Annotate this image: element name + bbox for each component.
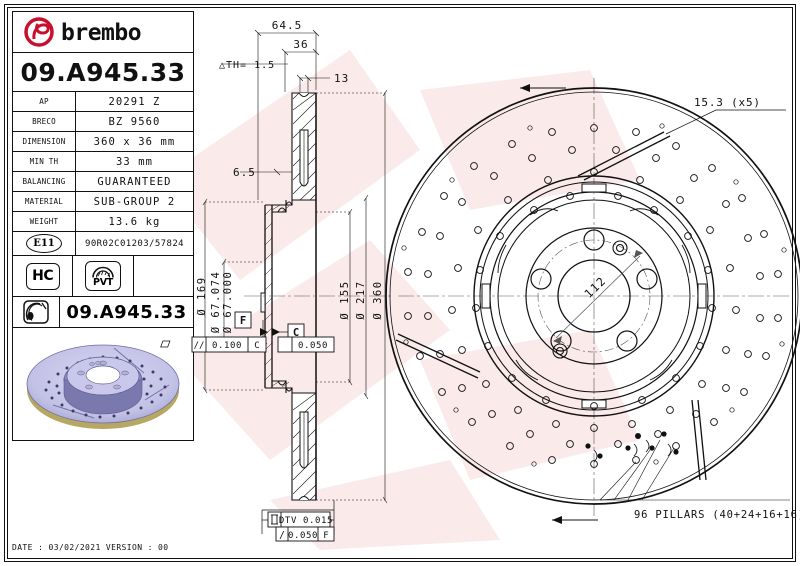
- icon-row: HC PVT: [13, 256, 193, 297]
- spec-row-weight: WEIGHT 13.6 kg: [13, 212, 193, 232]
- spec-row-minth: MIN TH 33 mm: [13, 152, 193, 172]
- spec-key-dimension: DIMENSION: [13, 132, 76, 151]
- logo-row: brembo: [13, 12, 193, 53]
- hc-icon-cell: HC: [13, 256, 74, 296]
- spec-row-material: MATERIAL SUB-GROUP 2: [13, 192, 193, 212]
- spec-value-material: SUB-GROUP 2: [93, 195, 176, 208]
- part-code-text: 09.A945.33: [20, 57, 186, 87]
- spec-row-ap: AP 20291 Z: [13, 92, 193, 112]
- spec-key-ap: AP: [13, 92, 76, 111]
- spec-value-breco: BZ 9560: [108, 115, 161, 128]
- spec-key-material: MATERIAL: [13, 192, 76, 211]
- pvt-disc-glyph: [92, 266, 114, 278]
- homologation-line2: 02C01203/57824: [102, 238, 184, 249]
- spec-row-dimension: DIMENSION 360 x 36 mm: [13, 132, 193, 152]
- svg-text:brembo: brembo: [61, 20, 141, 46]
- homologation-line1: 90R: [85, 238, 103, 249]
- spec-key-weight: WEIGHT: [13, 212, 76, 231]
- date-version-line: DATE : 03/02/2021 VERSION : 00: [12, 543, 169, 552]
- homologation-value: 90R 02C01203/57824: [76, 232, 193, 255]
- hc-icon: HC: [25, 262, 60, 290]
- pad-code-row: 09.A945.33: [13, 297, 193, 328]
- pad-code-text: 09.A945.33: [66, 301, 187, 323]
- disc-render-svg: [26, 344, 180, 429]
- spec-value-weight: 13.6 kg: [108, 215, 161, 228]
- spec-value-balancing: GUARANTEED: [97, 175, 172, 188]
- e11-mark: E11: [13, 232, 76, 255]
- spec-row-balancing: BALANCING GUARANTEED: [13, 172, 193, 192]
- spec-value-ap: 20291 Z: [108, 95, 161, 108]
- pvt-label: PVT: [93, 277, 113, 288]
- pvt-icon: PVT: [84, 261, 121, 291]
- spec-value-minth: 33 mm: [115, 155, 154, 168]
- e11-oval-text: E11: [26, 234, 62, 253]
- icon-cell-empty: [134, 256, 193, 296]
- disc-render-photo: [13, 328, 193, 440]
- pvt-icon-cell: PVT: [73, 256, 134, 296]
- spec-key-minth: MIN TH: [13, 152, 76, 171]
- part-code-row: 09.A945.33: [13, 53, 193, 92]
- pad-icon-cell: [13, 297, 60, 327]
- render-photo-row: [13, 328, 193, 440]
- spec-key-breco: BRECO: [13, 112, 76, 131]
- part-code-cell: 09.A945.33: [13, 53, 193, 91]
- spec-key-balancing: BALANCING: [13, 172, 76, 191]
- spec-value-dimension: 360 x 36 mm: [93, 135, 176, 148]
- brembo-logo-svg: brembo: [24, 17, 142, 47]
- homologation-row: E11 90R 02C01203/57824: [13, 232, 193, 256]
- spec-row-breco: BRECO BZ 9560: [13, 112, 193, 132]
- brembo-logo: brembo: [13, 12, 193, 52]
- title-block: brembo 09.A945.33 AP 20291 Z BRECO BZ 95…: [12, 11, 194, 441]
- brake-pad-icon: [23, 300, 49, 324]
